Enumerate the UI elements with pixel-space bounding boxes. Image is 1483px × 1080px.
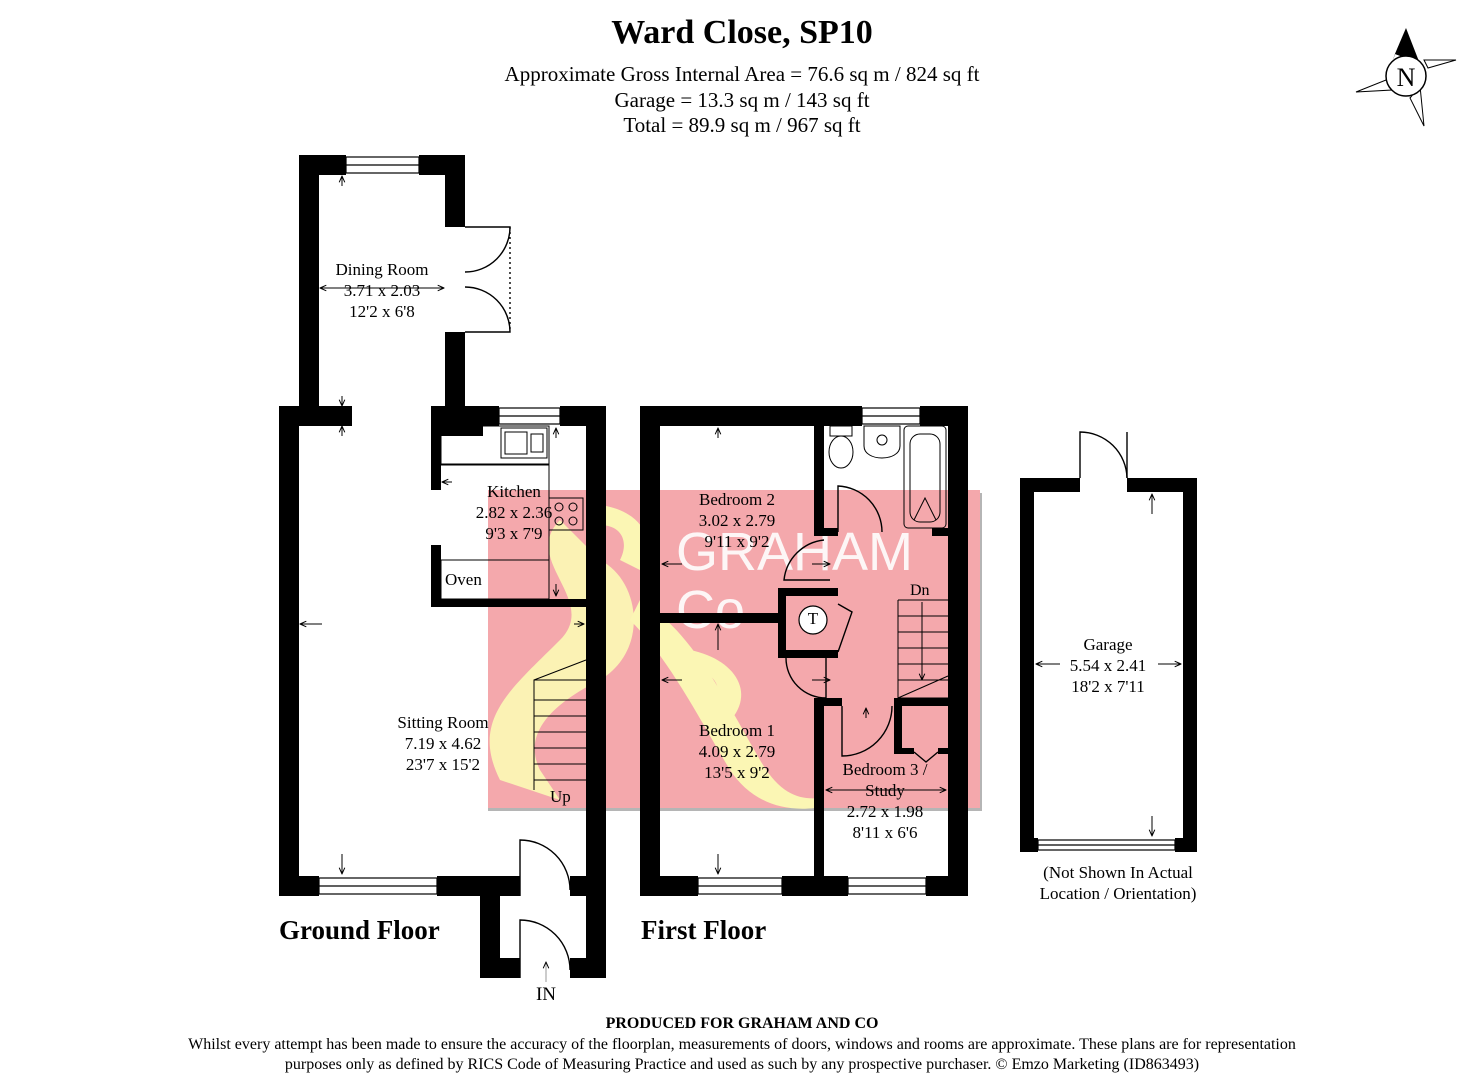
- garage-note-line2: Location / Orientation): [1039, 884, 1197, 903]
- garage-area: Garage = 13.3 sq m / 143 sq ft: [614, 88, 870, 112]
- windows: [318, 156, 1176, 895]
- room-bedroom-1-name: Bedroom 1: [698, 721, 776, 740]
- kitchen-fixtures: [440, 425, 584, 600]
- room-bedroom-3-imperial: 8'11 x 6'6: [852, 823, 918, 842]
- room-kitchen-metric: 2.82 x 2.36: [475, 503, 553, 522]
- page-title: Ward Close, SP10: [611, 14, 873, 51]
- bathroom-fixtures: [828, 425, 947, 529]
- room-garage-metric: 5.54 x 2.41: [1069, 656, 1147, 675]
- ground-floor-walls: [279, 155, 606, 978]
- oven-label: Oven: [445, 570, 482, 589]
- room-bedroom-3-metric: 2.72 x 1.98: [846, 802, 924, 821]
- room-dining-imperial: 12'2 x 6'8: [349, 302, 415, 321]
- gross-internal-area: Approximate Gross Internal Area = 76.6 s…: [504, 62, 980, 86]
- dimension-arrows: [300, 176, 1181, 982]
- total-area: Total = 89.9 sq m / 967 sq ft: [623, 113, 861, 137]
- garage-walls: [1020, 478, 1197, 852]
- room-kitchen-imperial: 9'3 x 7'9: [485, 524, 543, 543]
- room-garage-imperial: 18'2 x 7'11: [1071, 677, 1145, 696]
- hot-water-tank-icon: [798, 605, 828, 635]
- room-bedroom-2-imperial: 9'11 x 9'2: [704, 532, 770, 551]
- room-bedroom-1-imperial: 13'5 x 9'2: [704, 763, 770, 782]
- entrance-label: IN: [535, 984, 557, 1005]
- watermark-brand-line2: Co: [676, 580, 745, 640]
- tank-label: T: [807, 609, 819, 628]
- garage-note-line1: (Not Shown In Actual: [1043, 863, 1193, 882]
- disclaimer-line-2: purposes only as defined by RICS Code of…: [284, 1056, 1200, 1073]
- stairs-ground: [533, 659, 587, 790]
- stairs-first: [897, 599, 949, 699]
- doors: [464, 226, 1128, 978]
- room-bedroom-3-name: Bedroom 3 /: [842, 760, 928, 779]
- watermark-brand-line1: GRAHAM: [676, 522, 913, 582]
- room-bedroom-2-name: Bedroom 2: [698, 490, 776, 509]
- basin-icon: [863, 425, 901, 459]
- ground-floor-title: Ground Floor: [279, 915, 440, 945]
- room-garage-name: Garage: [1083, 635, 1133, 654]
- room-sitting-metric: 7.19 x 4.62: [404, 734, 482, 753]
- room-bedroom-3-name2: Study: [865, 781, 905, 800]
- kitchen-sink-icon: [500, 427, 548, 459]
- room-bedroom-2-metric: 3.02 x 2.79: [698, 511, 776, 530]
- stairs-down-label: Dn: [910, 582, 930, 599]
- room-bedroom-1-metric: 4.09 x 2.79: [698, 742, 776, 761]
- first-floor-walls: [640, 406, 968, 896]
- first-floor-title: First Floor: [641, 915, 767, 945]
- compass-label: N: [1397, 63, 1416, 92]
- north-compass-icon: N: [1355, 28, 1457, 127]
- disclaimer-line-1: Whilst every attempt has been made to en…: [188, 1036, 1296, 1053]
- room-sitting-imperial: 23'7 x 15'2: [405, 755, 481, 774]
- room-kitchen-name: Kitchen: [487, 482, 541, 501]
- room-dining-metric: 3.71 x 2.03: [343, 281, 421, 300]
- toilet-icon: [828, 435, 854, 469]
- room-dining-name: Dining Room: [335, 260, 429, 279]
- room-sitting-name: Sitting Room: [397, 713, 489, 732]
- toilet-cistern-icon: [829, 425, 853, 437]
- produced-for: PRODUCED FOR GRAHAM AND CO: [605, 1015, 879, 1032]
- bath-icon: [903, 425, 947, 529]
- stairs-up-label: Up: [550, 787, 571, 806]
